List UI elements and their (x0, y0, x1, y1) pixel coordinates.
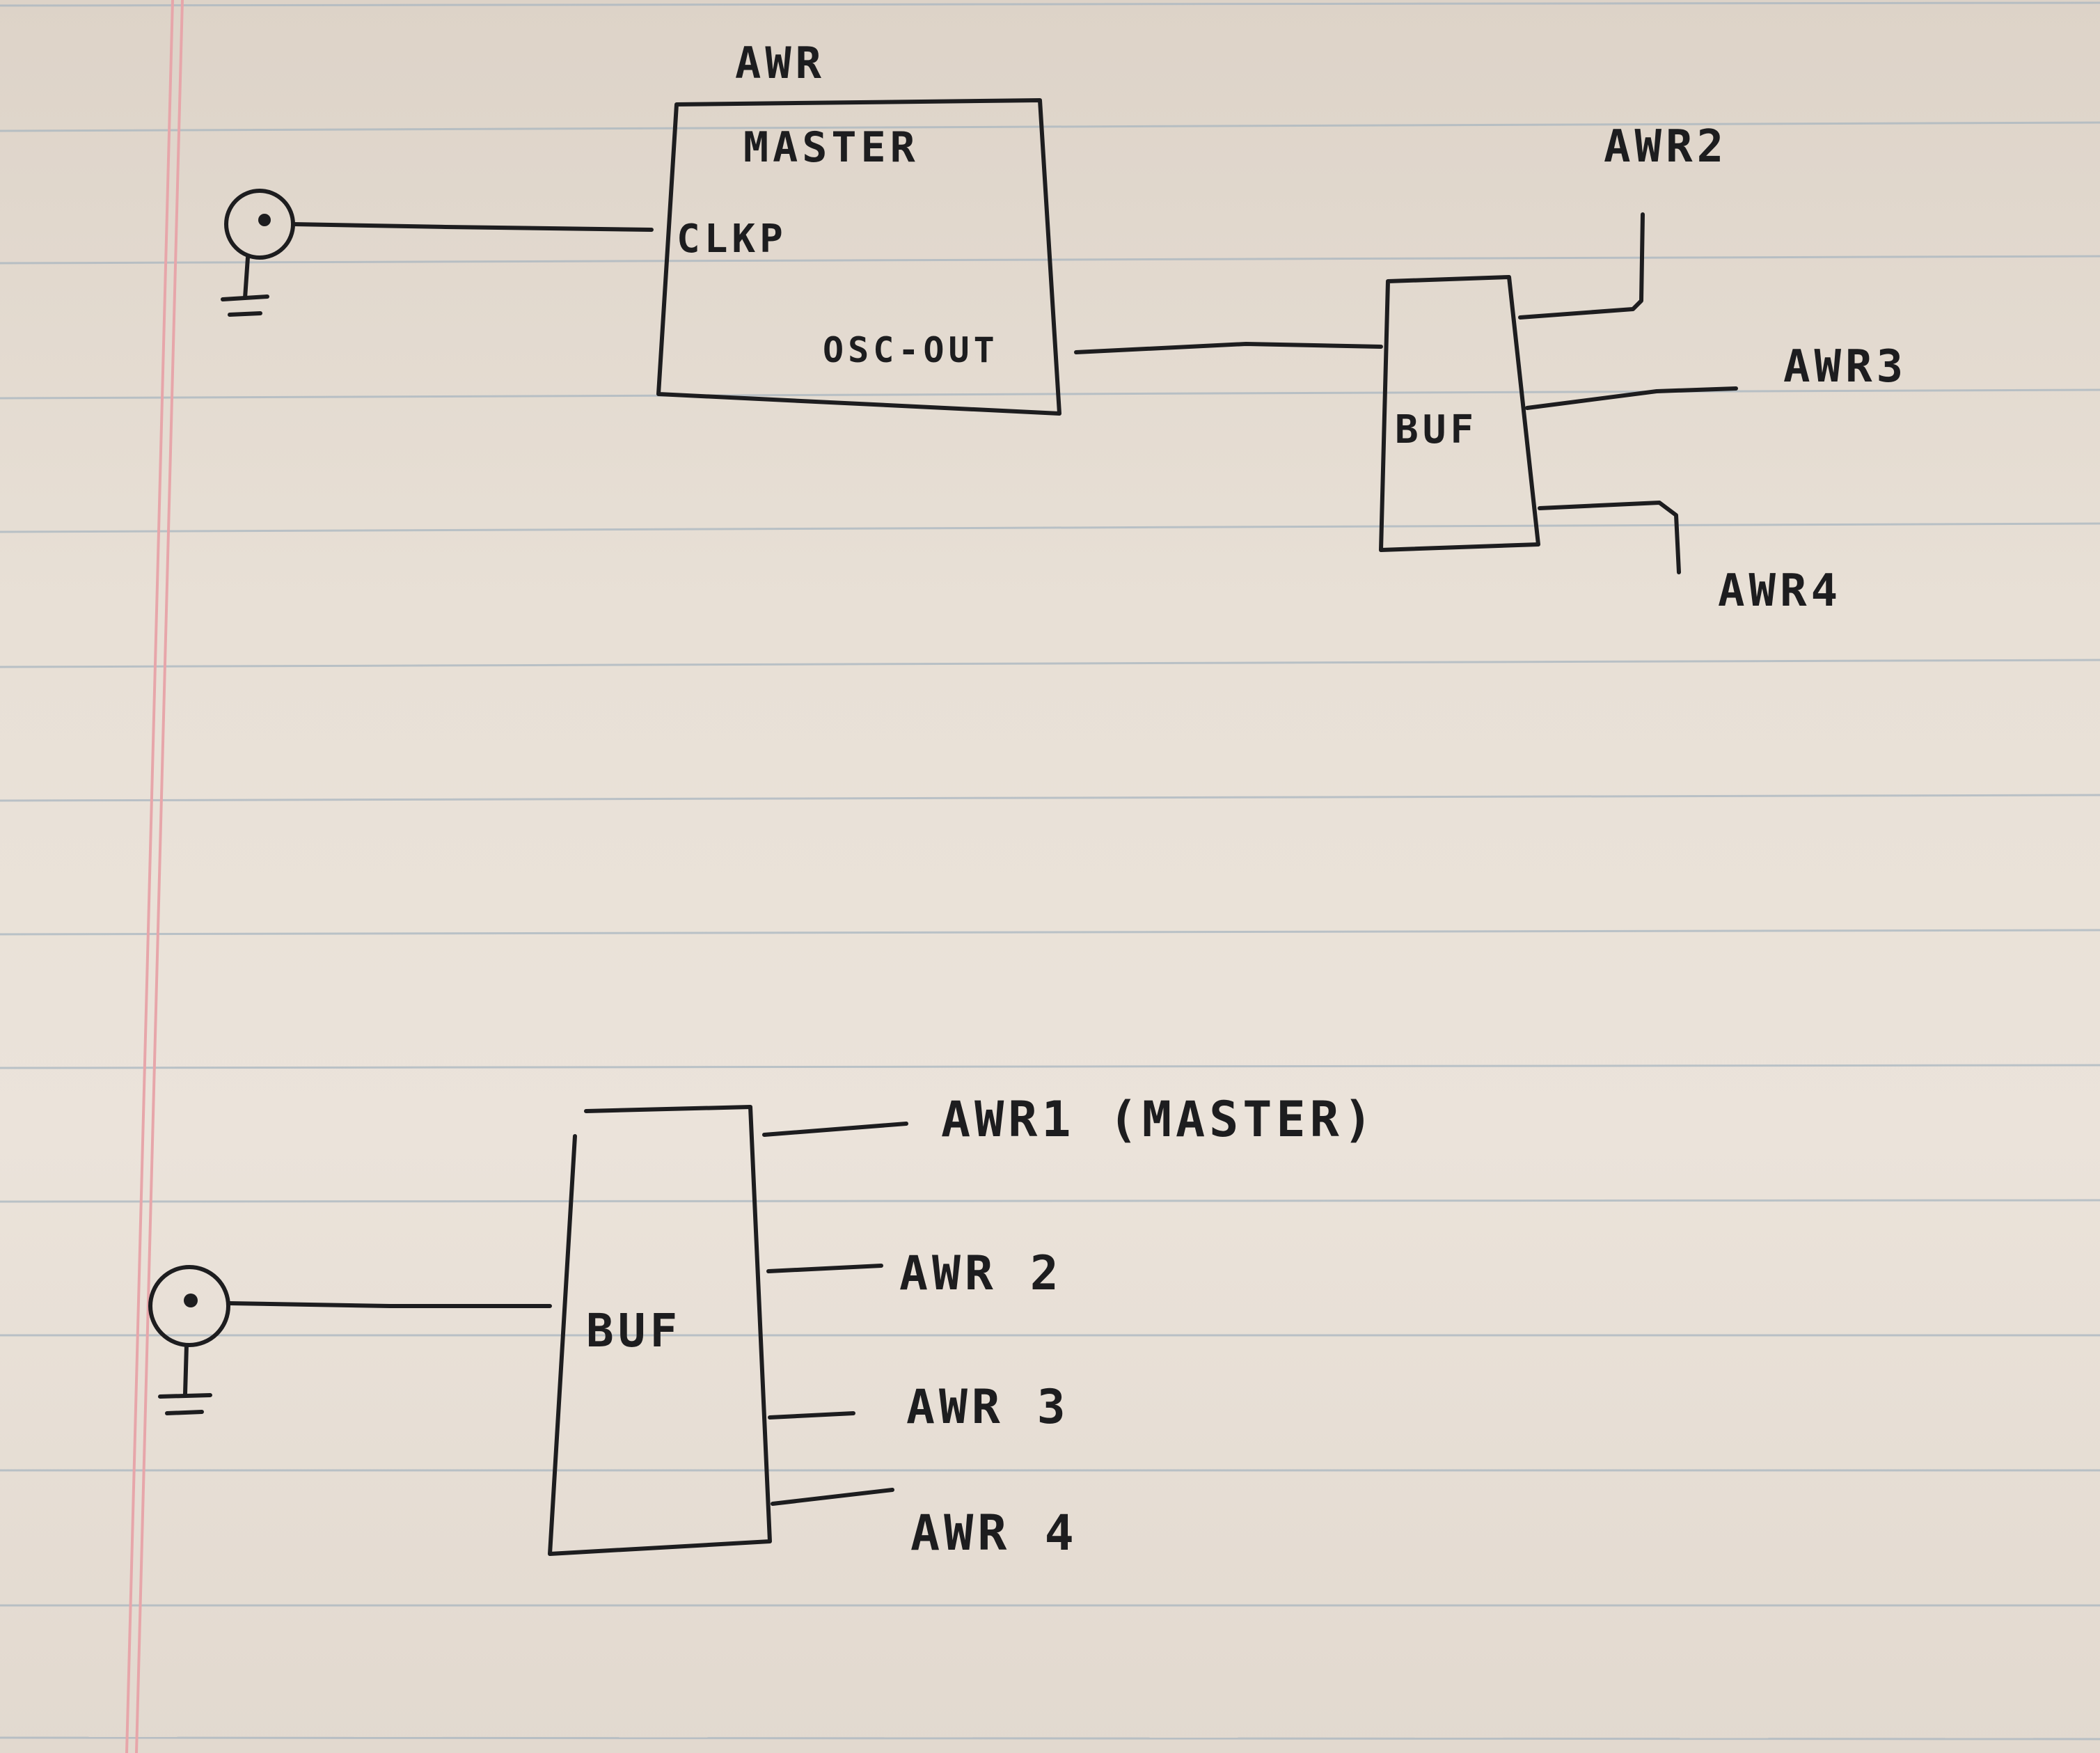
top-buffer-output-wire-3 (1538, 501, 1681, 574)
clock-source-icon (221, 189, 295, 317)
clock-to-buffer-wire (228, 1301, 552, 1308)
top-output-label-3: AWR4 (1718, 565, 1842, 617)
bottom-output-label-1: AWR1 (MASTER) (941, 1091, 1377, 1148)
bottom-buffer-label: BUF (586, 1304, 681, 1358)
top-output-label-2: AWR3 (1783, 341, 1907, 393)
bottom-output-label-2: AWR 2 (899, 1246, 1063, 1301)
bottom-output-label-3: AWR 3 (906, 1380, 1070, 1435)
top-buffer-box (1379, 275, 1540, 552)
bottom-buffer-output-wire-4 (771, 1488, 894, 1506)
chip-name: MASTER (743, 123, 919, 172)
bottom-output-label-4: AWR 4 (910, 1504, 1078, 1562)
output-pin-label: OSC-OUT (823, 330, 999, 370)
bottom-buffer-output-wire-1 (762, 1122, 908, 1137)
top-buffer-label: BUF (1395, 407, 1478, 453)
input-pin-label: CLKP (677, 217, 787, 262)
top-buffer-output-wire-2 (1525, 386, 1738, 410)
bottom-diagram: BUF AWR1 (MASTER) AWR 2 AWR 3 AWR 4 (148, 1091, 1377, 1562)
top-buffer-output-wire-1 (1518, 212, 1645, 320)
clock-to-clkp-wire (292, 222, 654, 232)
top-output-label-1: AWR2 (1604, 121, 1728, 173)
bottom-buffer-box (548, 1105, 772, 1556)
top-diagram: AWR MASTER CLKP OSC-OUT BUF AWR2 AWR3 AW… (221, 38, 1907, 617)
margin-lines (125, 0, 184, 1753)
chip-label: AWR (735, 38, 826, 88)
clock-source-icon (148, 1265, 230, 1415)
bottom-buffer-output-wire-2 (766, 1264, 883, 1273)
bottom-buffer-output-wire-3 (768, 1411, 855, 1420)
osc-out-to-buffer-wire (1074, 342, 1383, 354)
master-chip-box (656, 98, 1061, 416)
